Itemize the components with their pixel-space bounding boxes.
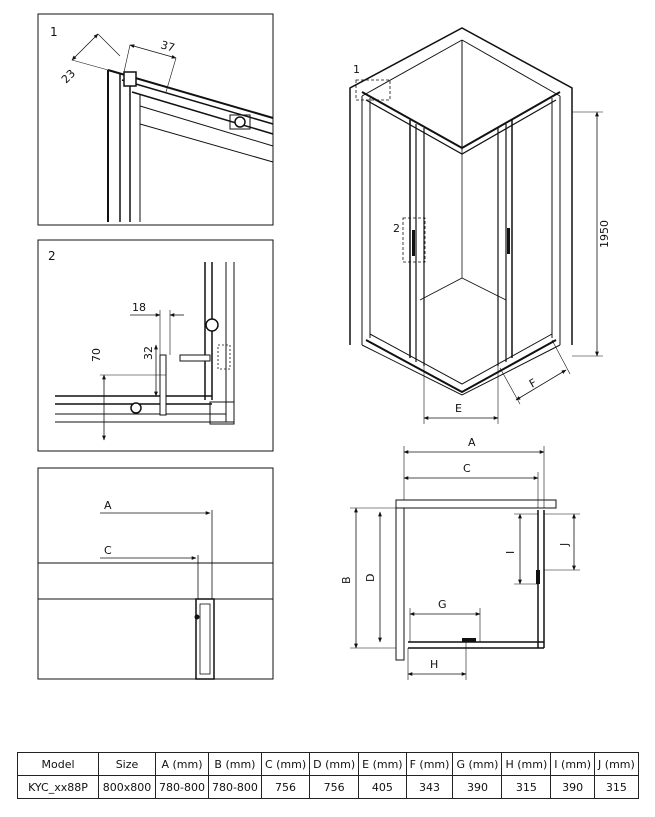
plan-label-c: C: [463, 462, 471, 475]
detail-3-label-a: A: [104, 499, 112, 512]
cell-j: 315: [594, 775, 639, 799]
cell-a: 780-800: [155, 775, 209, 799]
dim-23: 23: [59, 67, 78, 86]
cell-i: 390: [550, 775, 596, 799]
header-b: B (mm): [207, 752, 262, 776]
header-d: D (mm): [309, 752, 360, 776]
header-g: G (mm): [452, 752, 503, 776]
plan-label-b: B: [340, 576, 353, 584]
header-a: A (mm): [155, 752, 209, 776]
header-e: E (mm): [358, 752, 407, 776]
plan-label-h: H: [430, 658, 438, 671]
header-f: F (mm): [405, 752, 454, 776]
header-c: C (mm): [260, 752, 311, 776]
header-j: J (mm): [594, 752, 639, 776]
cell-f: 343: [405, 775, 454, 799]
plan-label-d: D: [364, 574, 377, 582]
cell-size: 800x800: [98, 775, 156, 799]
main-callout-1: 1: [353, 63, 360, 76]
header-size: Size: [98, 752, 156, 776]
spec-table-header-row: Model Size A (mm) B (mm) C (mm) D (mm) E…: [17, 752, 639, 776]
header-i: I (mm): [550, 752, 596, 776]
detail-3-panel: A C: [37, 467, 274, 680]
spec-table: Model Size A (mm) B (mm) C (mm) D (mm) E…: [17, 752, 639, 799]
detail-3-label-c: C: [104, 544, 112, 557]
plan-view: A C B D I J G H: [340, 436, 580, 680]
dim-18: 18: [132, 301, 146, 314]
cell-g: 390: [452, 775, 503, 799]
dim-70: 70: [90, 348, 103, 362]
detail-1-number: 1: [50, 25, 58, 39]
main-isometric-view: 1 2 1950 E F: [349, 27, 611, 424]
cell-b: 780-800: [207, 775, 262, 799]
main-callout-2: 2: [393, 222, 400, 235]
cell-model: KYC_xx88P: [17, 775, 99, 799]
detail-2-number: 2: [48, 249, 56, 263]
plan-label-g: G: [438, 598, 447, 611]
dim-32: 32: [142, 346, 155, 360]
plan-label-i: I: [504, 551, 517, 554]
main-height-1950: 1950: [598, 220, 611, 248]
cell-c: 756: [260, 775, 311, 799]
detail-1-panel: 1 23 37: [37, 13, 274, 226]
main-label-f: F: [527, 376, 539, 390]
dim-37: 37: [159, 38, 176, 54]
spec-table-row: KYC_xx88P 800x800 780-800 780-800 756 75…: [17, 775, 639, 799]
cell-h: 315: [501, 775, 552, 799]
plan-label-j: J: [558, 543, 571, 547]
detail-2-panel: 2 18 70 32: [37, 239, 274, 452]
cell-e: 405: [358, 775, 407, 799]
header-model: Model: [17, 752, 99, 776]
cell-d: 756: [309, 775, 360, 799]
header-h: H (mm): [501, 752, 552, 776]
main-label-e: E: [455, 402, 462, 415]
plan-label-a: A: [468, 436, 476, 449]
